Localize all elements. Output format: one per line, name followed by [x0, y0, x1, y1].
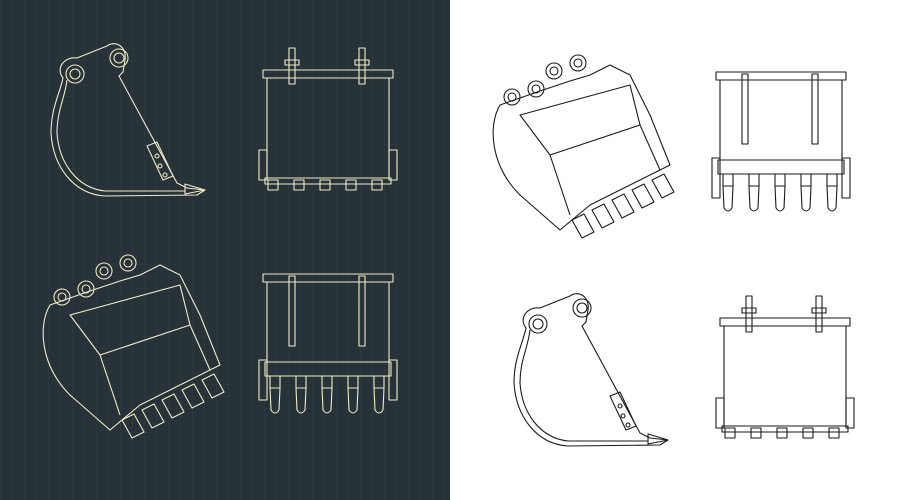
dark-blueprint-panel	[0, 0, 450, 500]
bucket-side-view	[513, 293, 669, 447]
dark-blueprint-canvas	[0, 0, 450, 500]
bucket-front-view-with-teeth	[258, 273, 398, 414]
light-blueprint-canvas	[492, 54, 855, 447]
bucket-isometric-view	[492, 54, 675, 239]
light-blueprint-panel	[450, 0, 900, 500]
bucket-side-view	[50, 43, 206, 197]
bucket-front-view	[258, 47, 398, 191]
bucket-isometric-view	[42, 254, 225, 439]
bucket-front-view	[715, 295, 855, 439]
bucket-front-view-with-teeth	[711, 71, 851, 212]
grid-lines	[0, 0, 450, 500]
